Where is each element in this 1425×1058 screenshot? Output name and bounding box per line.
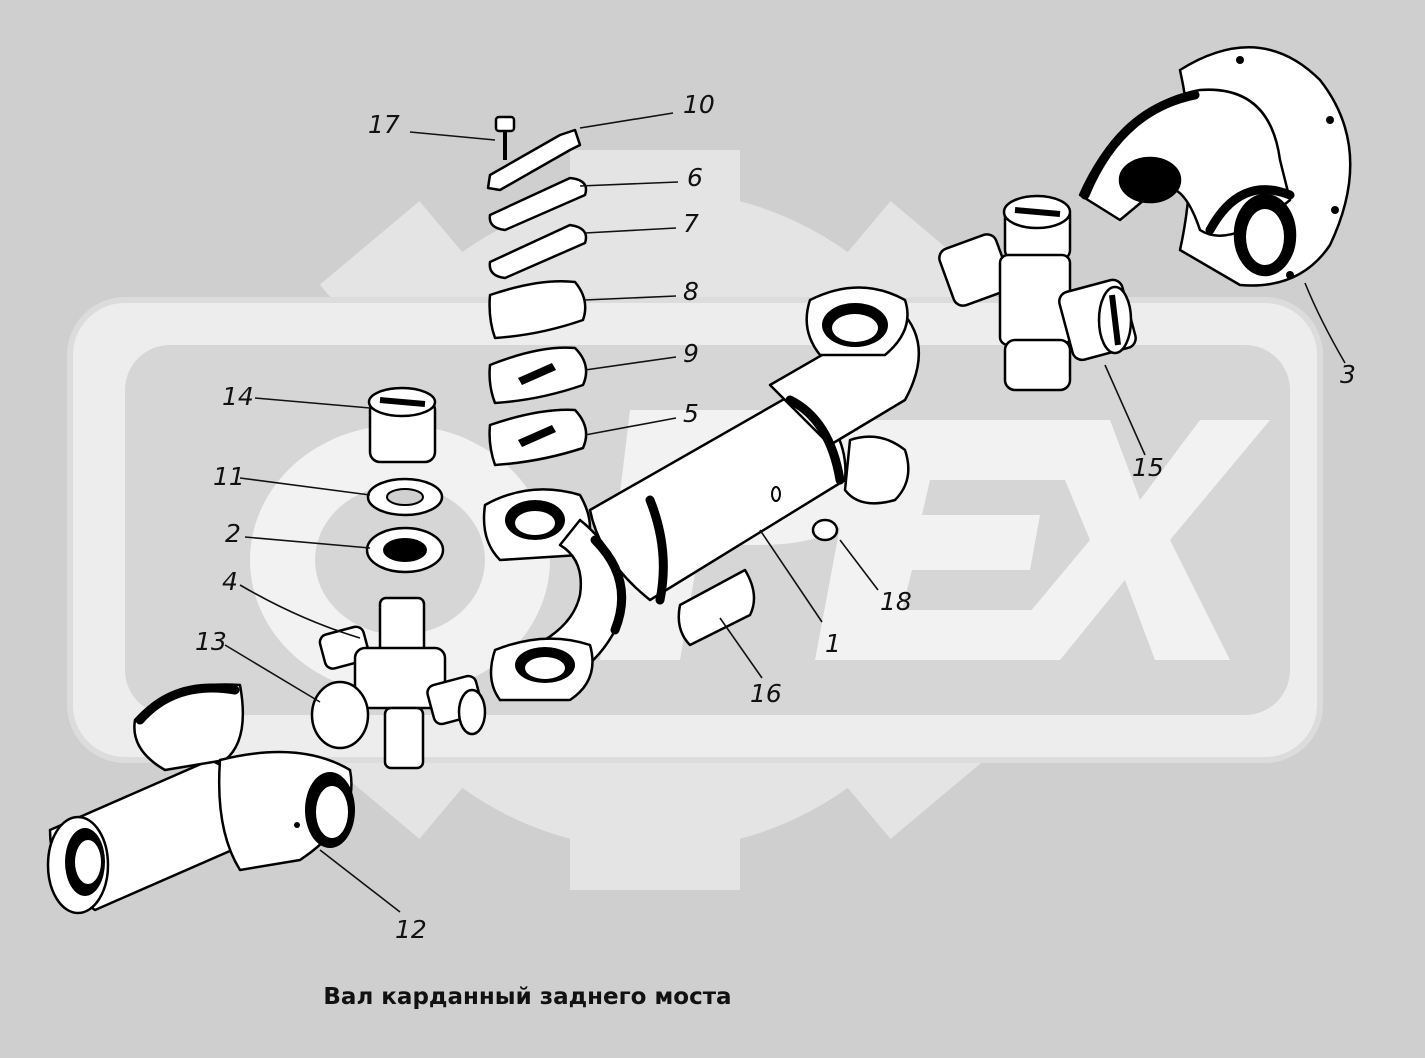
flange-yoke-part-3 [1078,46,1352,287]
cross-piece-part-4 [318,596,487,770]
callout-5: 5 [683,399,699,428]
callout-14: 14 [222,382,254,411]
callout-12: 12 [395,915,427,944]
callout-18: 18 [880,587,912,616]
callout-9: 9 [683,339,699,368]
balance-plate-part-16 [677,568,756,647]
plate-stack [486,115,588,467]
callout-13: 13 [195,627,227,656]
universal-joint-cross-part-15 [938,194,1137,392]
plug-part-18 [811,518,839,542]
callout-17: 17 [368,110,400,139]
leader-lines [224,112,1346,913]
cover-part-8 [488,279,587,340]
diagram-caption: Вал карданный заднего моста [323,984,732,1010]
callout-8: 8 [683,277,699,306]
callout-16: 16 [750,679,782,708]
callout-6: 6 [687,163,703,192]
callout-1: 1 [825,629,841,658]
cap-part-13 [310,680,370,750]
callout-7: 7 [683,209,699,238]
callout-15: 15 [1132,453,1164,482]
callout-11: 11 [213,462,245,491]
callout-2: 2 [225,519,241,548]
cardan-shaft-part-1 [482,286,921,702]
lock-plate-part-10 [486,128,582,192]
callout-3: 3 [1340,360,1356,389]
bolt-part-17 [494,115,516,133]
callout-10: 10 [683,90,715,119]
gasket-part-6 [488,176,588,232]
callout-4: 4 [222,567,238,596]
callout-labels: 17 10 6 7 8 9 5 14 11 2 4 13 3 15 18 1 1… [195,90,1356,944]
sliding-yoke-part-12 [46,683,355,915]
gasket-part-7 [488,223,588,280]
bearing-cup-part-14 [367,386,437,464]
